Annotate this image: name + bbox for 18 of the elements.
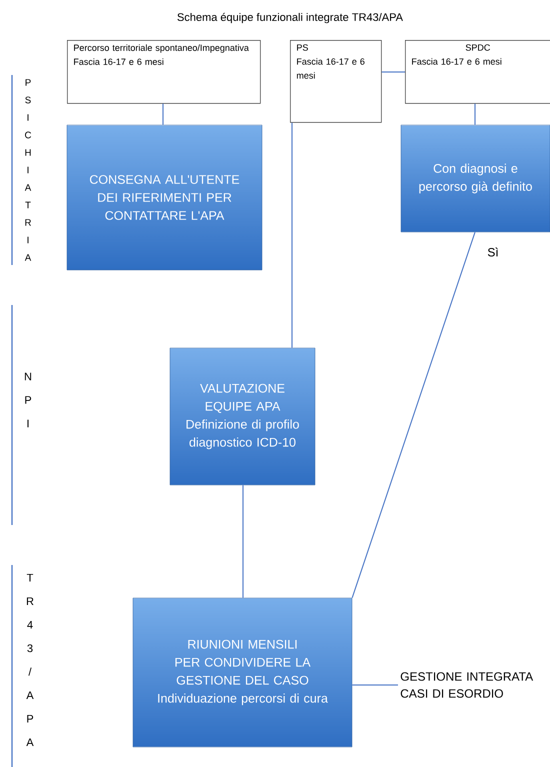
process-box: Con diagnosi e percorso già definito <box>400 124 550 232</box>
process-box: CONSEGNA ALL'UTENTE DEI RIFERIMENTI PER CONTATTARE L'APA <box>66 124 262 270</box>
connector <box>162 103 164 126</box>
source-box: SPDC Fascia 16-17 e 6 mesi <box>405 40 550 104</box>
process-box: VALUTAZIONE EQUIPE APA Definizione di profilo diagnostico ICD-10 <box>170 348 316 486</box>
title: Schema équipe funzionali integrate TR43/APA <box>177 12 403 24</box>
edge-label: Sì <box>486 246 500 258</box>
lane-label: TR43/APA <box>26 574 34 746</box>
connector <box>352 684 398 686</box>
source-box: PS Fascia 16-17 e 6 mesi <box>290 40 382 123</box>
connector <box>242 484 244 598</box>
lane-label: NPI <box>24 372 32 428</box>
connector <box>474 103 476 126</box>
connector <box>352 232 476 598</box>
source-box: Percorso territoriale spontaneo/Impegnativa Fascia 16-17 e 6 mesi <box>67 40 261 104</box>
lane-label: PSICHIATRIA <box>24 79 32 261</box>
process-box: RIUNIONI MENSILI PER CONDIVIDERE LA GESTIONE DEL CASO Individuazione percorsi di cura <box>132 598 352 748</box>
outcome-text: GESTIONE INTEGRATA CASI DI ESORDIO <box>400 672 534 698</box>
